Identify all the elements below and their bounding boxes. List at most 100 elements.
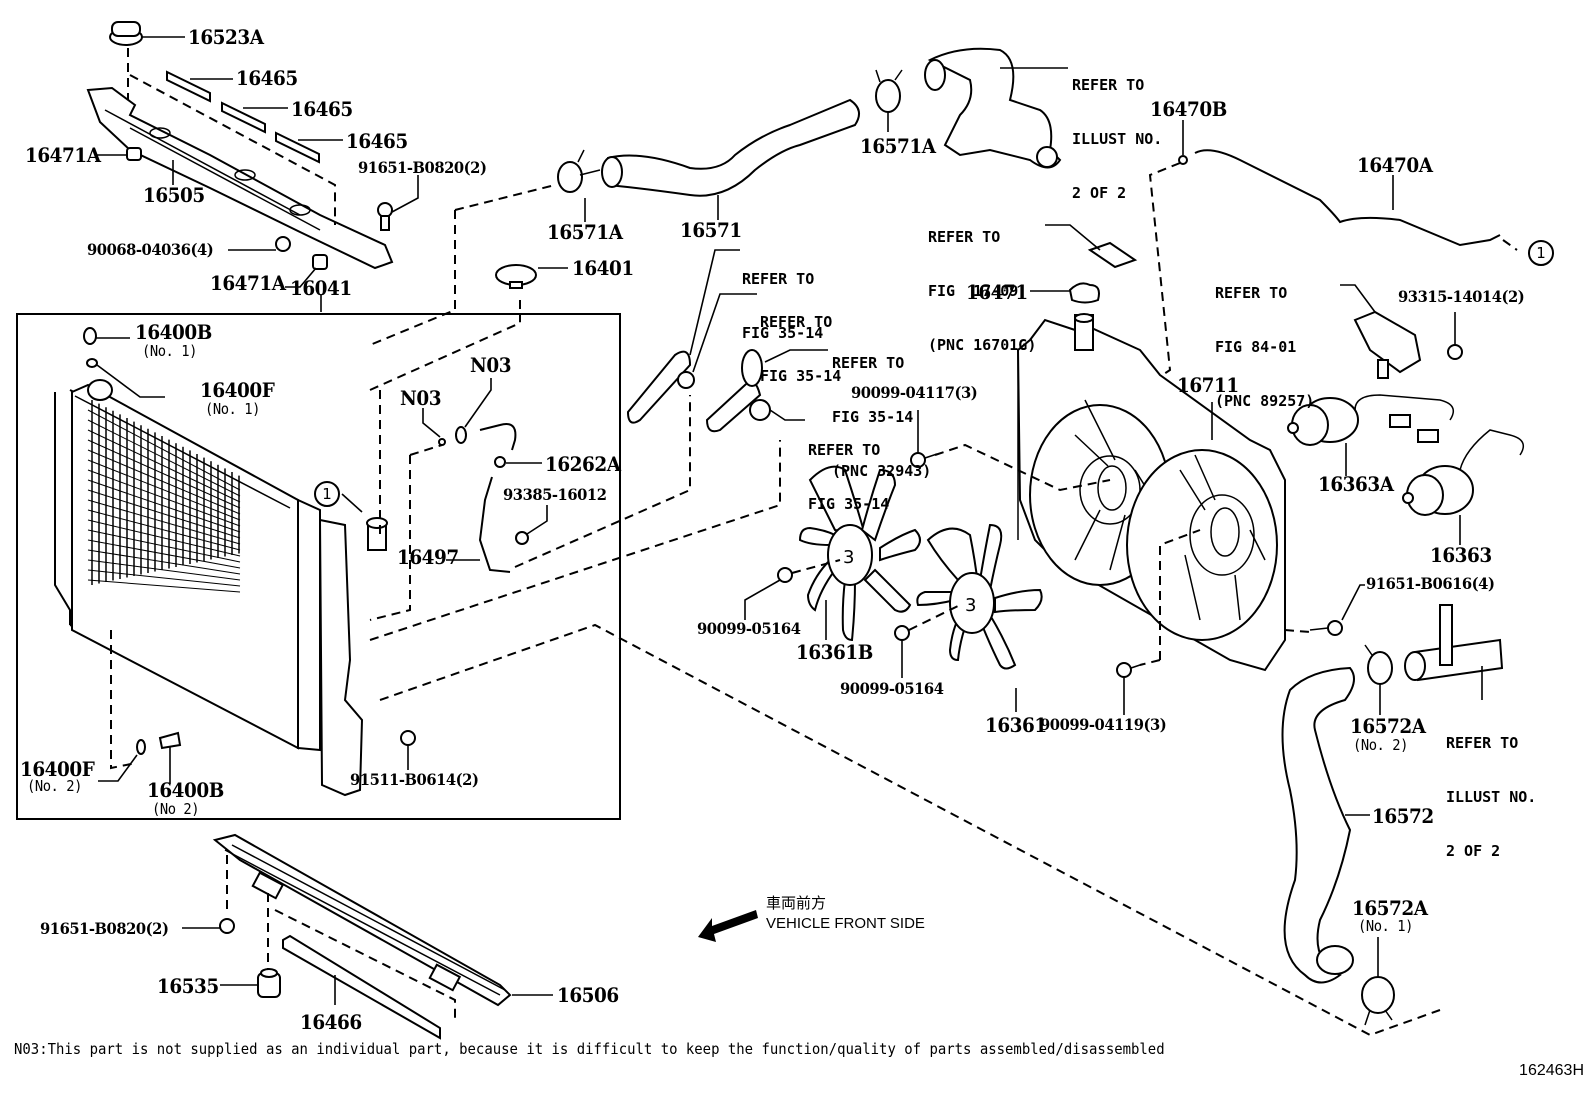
fin-line — [87, 409, 241, 491]
radiator-cap-16401 — [495, 264, 537, 289]
reference-fig-84-01[interactable]: REFER TO FIG 84-01 (PNC 89257) — [1215, 248, 1314, 428]
part-label-91511-B0614[interactable]: 91511-B0614(2) — [350, 770, 479, 789]
seal-strip-16466 — [282, 934, 441, 1040]
fin-line — [87, 479, 241, 533]
part-label-16571A-left[interactable]: 16571A — [547, 220, 623, 244]
hose-clamp-16572A-no1 — [1361, 976, 1395, 1026]
union-fitting — [479, 423, 517, 451]
radiator-assembly-frame — [16, 313, 621, 820]
water-outlet-housing — [924, 47, 1062, 169]
part-label-16363A[interactable]: 16363A — [1318, 472, 1394, 496]
part-label-16041[interactable]: 16041 — [290, 276, 352, 300]
fin-line — [87, 509, 241, 551]
part-label-90099-04119[interactable]: 90099-04119(3) — [1040, 715, 1167, 734]
ref-line: (PNC 16701G) — [928, 336, 1037, 354]
part-label-16361B[interactable]: 16361B — [796, 640, 873, 664]
part-label-16400B-no2[interactable]: 16400B — [147, 778, 224, 802]
ref-line: REFER TO — [1072, 76, 1145, 94]
bolt-91651-B0820-bottom — [219, 918, 235, 934]
part-label-16572[interactable]: 16572 — [1372, 804, 1434, 828]
reference-fig-35-14-d[interactable]: REFER TO FIG 35-14 — [808, 405, 889, 531]
part-label-16465-a[interactable]: 16465 — [236, 66, 298, 90]
reference-fig-35-14-a[interactable]: REFER TO FIG 35-14 — [742, 234, 823, 360]
part-label-16363[interactable]: 16363 — [1430, 543, 1492, 567]
ref-line: FIG 84-01 — [1215, 338, 1297, 356]
fin-line — [87, 449, 241, 515]
part-label-16400F-no2[interactable]: 16400F — [20, 757, 95, 781]
ref-line: (PNC 89257) — [1215, 392, 1315, 410]
part-label-91651-B0616[interactable]: 91651-B0616(4) — [1366, 574, 1495, 593]
part-label-16572A-no2[interactable]: 16572A — [1350, 714, 1426, 738]
hose-clamp-16571A-right — [875, 69, 903, 113]
ref-line: FIG 35-14 — [760, 367, 842, 385]
part-label-16506[interactable]: 16506 — [557, 983, 619, 1007]
oil-cooler-hose-16497 — [478, 476, 511, 573]
radiator-fins — [87, 400, 241, 593]
part-label-16401[interactable]: 16401 — [572, 256, 634, 280]
part-label-N03-a[interactable]: N03 — [400, 386, 442, 410]
part-label-16572A-no1[interactable]: 16572A — [1352, 896, 1428, 920]
upper-radiator-hose-16571 — [607, 98, 860, 197]
reference-fig-17-09[interactable]: REFER TO FIG 17-09 (PNC 16701G) — [928, 192, 1036, 372]
fan-shroud-16711 — [1016, 313, 1286, 672]
part-label-16262A[interactable]: 16262A — [545, 452, 621, 476]
part-label-16400F-no1-sub: (No. 1) — [205, 400, 260, 418]
part-label-16400B-no2-sub: (No 2) — [152, 800, 200, 818]
part-label-16711[interactable]: 16711 — [1177, 373, 1239, 397]
ref-line: 2 OF 2 — [1072, 184, 1127, 202]
fan-motor-16363 — [1402, 429, 1525, 516]
part-label-16471A-top[interactable]: 16471A — [25, 143, 101, 167]
ref-line: REFER TO — [760, 313, 833, 331]
fin-line — [87, 429, 241, 503]
drain-cock-16400B-no2 — [158, 731, 182, 750]
part-label-16535[interactable]: 16535 — [157, 974, 219, 998]
clip-16471 — [1068, 282, 1100, 304]
water-inlet-pipe — [1404, 604, 1504, 682]
part-label-16466[interactable]: 16466 — [300, 1010, 362, 1034]
part-label-93385-16012[interactable]: 93385-16012 — [503, 485, 607, 504]
part-label-16497[interactable]: 16497 — [397, 545, 459, 569]
o-ring-16400F-no1 — [86, 358, 98, 368]
part-label-90099-04117[interactable]: 90099-04117(3) — [851, 383, 978, 402]
part-label-16465-c[interactable]: 16465 — [346, 129, 408, 153]
part-label-16400B-no1-sub: (No. 1) — [142, 342, 197, 360]
n03-footnote: N03:This part is not supplied as an indi… — [14, 1040, 1165, 1058]
figure-id: 162463H — [1519, 1062, 1584, 1079]
part-label-16523A[interactable]: 16523A — [188, 25, 264, 49]
part-label-N03-b[interactable]: N03 — [470, 353, 512, 377]
part-label-90099-05164-a[interactable]: 90099-05164 — [697, 619, 801, 638]
ref-line: REFER TO — [832, 354, 905, 372]
fin-line — [87, 549, 241, 575]
part-label-90068-04036[interactable]: 90068-04036(4) — [87, 240, 214, 259]
fin-line — [87, 559, 241, 581]
reference-illust-2of2-bottom[interactable]: REFER TO ILLUST NO. 2 OF 2 — [1446, 698, 1536, 878]
vehicle-front-arrow-icon — [698, 910, 758, 942]
grommet-16523A — [109, 21, 143, 46]
part-label-93315-14014[interactable]: 93315-14014(2) — [1398, 287, 1525, 306]
reference-illust-2of2-top[interactable]: REFER TO ILLUST NO. 2 OF 2 — [1072, 40, 1162, 220]
fan-motor-16363A — [1287, 394, 1455, 446]
clip-16470B — [1178, 155, 1188, 165]
part-label-16571A-right[interactable]: 16571A — [860, 134, 936, 158]
part-label-91651-B0820-bottom[interactable]: 91651-B0820(2) — [40, 919, 169, 938]
part-label-16505[interactable]: 16505 — [143, 183, 205, 207]
reference-fig-35-14-b[interactable]: REFER TO FIG 35-14 — [760, 277, 841, 403]
ref-line: 2 OF 2 — [1446, 842, 1501, 860]
lower-radiator-hose-16572 — [1281, 666, 1355, 984]
part-label-16400F-no1[interactable]: 16400F — [200, 378, 275, 402]
part-label-16470B[interactable]: 16470B — [1150, 97, 1227, 121]
reservoir-hose-16470A — [1194, 149, 1501, 247]
fin-line — [87, 469, 241, 527]
part-label-16361[interactable]: 16361 — [985, 713, 1047, 737]
part-label-91651-B0820-top[interactable]: 91651-B0820(2) — [358, 158, 487, 177]
part-label-16400B-no1[interactable]: 16400B — [135, 320, 212, 344]
reference-fig-35-14-c[interactable]: REFER TO FIG 35-14 (PNC 32943) — [832, 318, 931, 498]
part-label-16465-b[interactable]: 16465 — [291, 97, 353, 121]
part-label-16470A[interactable]: 16470A — [1357, 153, 1433, 177]
part-label-16471[interactable]: 16471 — [966, 280, 1028, 304]
part-label-16571[interactable]: 16571 — [680, 218, 742, 242]
part-label-16471A-bottom[interactable]: 16471A — [210, 271, 286, 295]
part-label-90099-05164-b[interactable]: 90099-05164 — [840, 679, 944, 698]
o-ring-N03-large — [455, 426, 467, 444]
